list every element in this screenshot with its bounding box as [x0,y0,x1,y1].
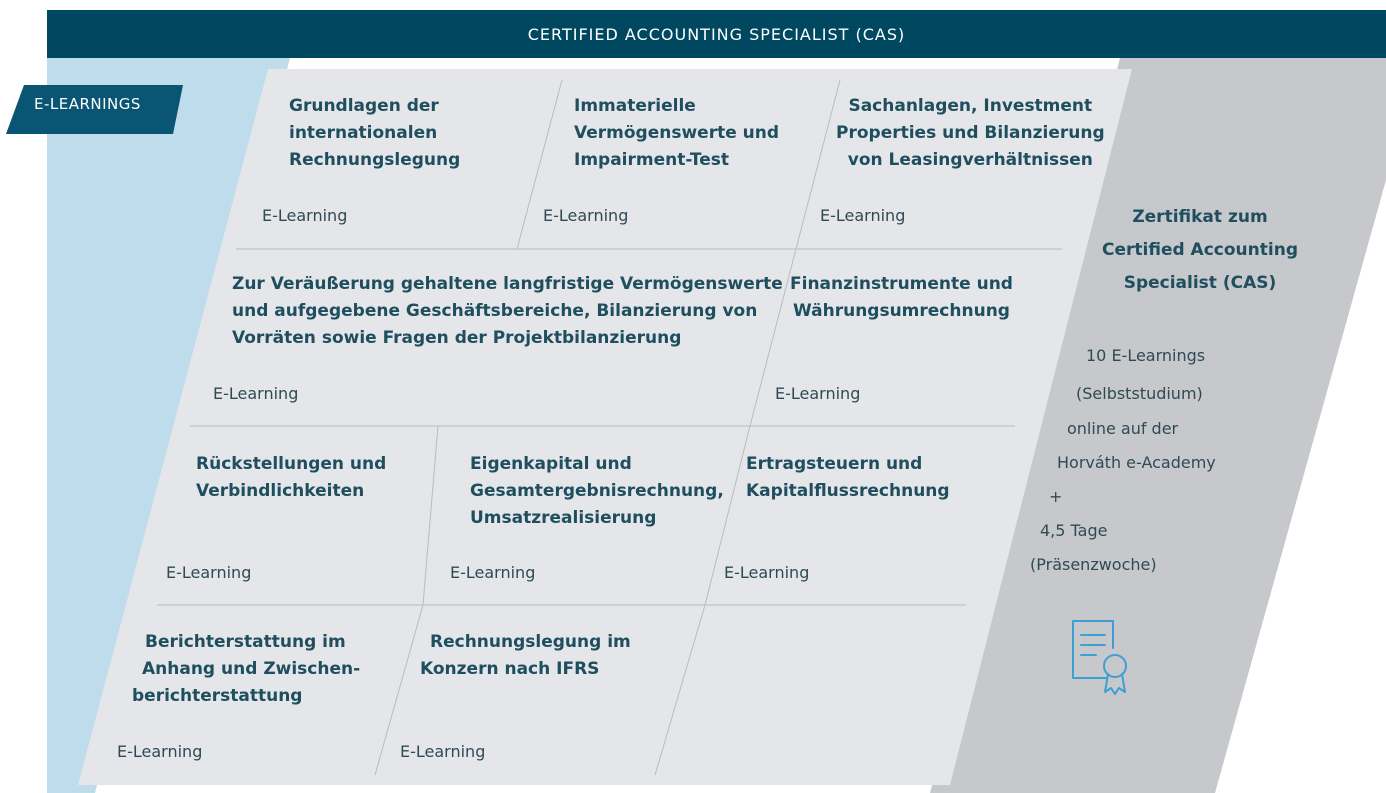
certificate-detail: online auf der [1067,419,1179,438]
course-type: E-Learning [724,563,810,582]
course-type: E-Learning [450,563,536,582]
course-type: E-Learning [262,206,348,225]
course-type: E-Learning [117,742,203,761]
course-type: E-Learning [543,206,629,225]
course-type: E-Learning [213,384,299,403]
certificate-detail: (Präsenzwoche) [1030,555,1157,574]
certificate-detail: (Selbststudium) [1076,384,1203,403]
course-title: Zur Veräußerung gehaltene langfristige V… [232,274,783,348]
divider-slant [654,604,706,776]
divider-slant [516,79,563,250]
course-type: E-Learning [775,384,861,403]
certificate-panel [930,58,1386,793]
divider-slant [704,425,751,606]
course-type: E-Learning [820,206,906,225]
e-learnings-tag [6,85,183,134]
certificate-detail: + [1049,487,1063,506]
course-type: E-Learning [400,742,486,761]
certificate-icon [1072,620,1127,695]
divider-slant [374,604,424,776]
divider-slant [749,248,797,427]
certificate-detail: 4,5 Tage [1040,521,1108,540]
course-type: E-Learning [166,563,252,582]
header-bar [47,10,1386,58]
e-learnings-tag-label: E-LEARNINGS [34,95,141,113]
program-title: CERTIFIED ACCOUNTING SPECIALIST (CAS) [527,24,906,44]
certificate-detail: Horváth e-Academy [1057,453,1216,472]
divider-slant [795,79,841,250]
courses-panel [78,69,1132,785]
certificate-detail: 10 E-Learnings [1086,346,1206,365]
divider-slant [422,425,439,606]
